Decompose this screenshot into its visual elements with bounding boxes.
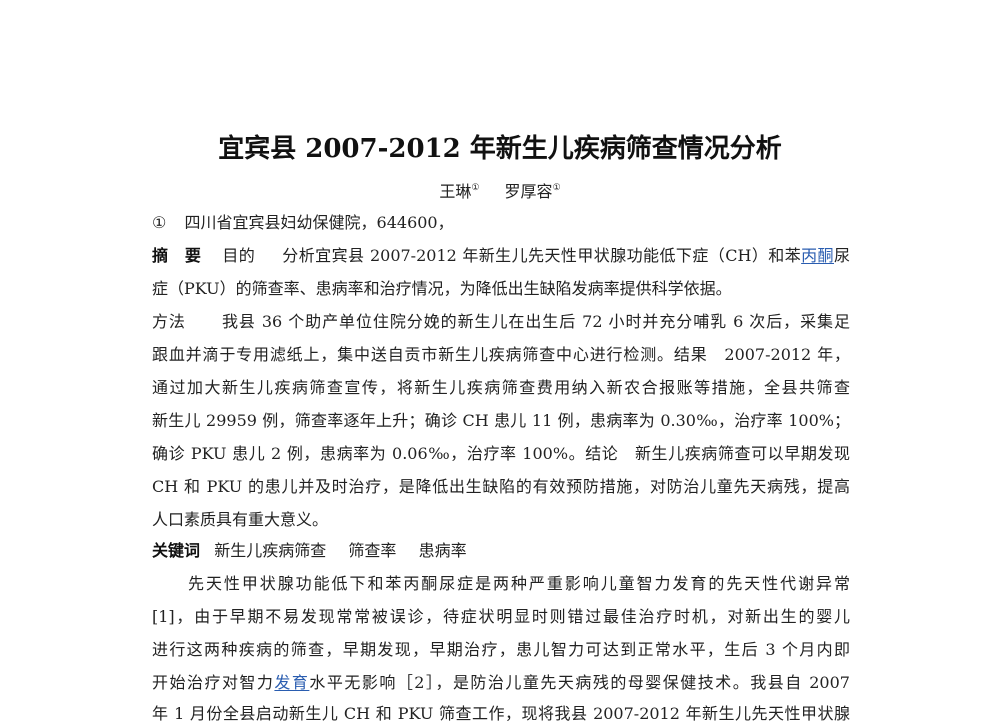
keyword-link[interactable]: 发育 xyxy=(274,673,310,692)
body-line: 先天性甲状腺功能低下和苯丙酮尿症是两种严重影响儿童智力发育的先天性代谢异常 xyxy=(188,574,850,593)
author-name: 罗厚容 xyxy=(504,182,553,201)
keywords-label: 关键词 xyxy=(152,541,201,560)
abstract-text: 我县 36 个助产单位住院分娩的新生儿在出生后 72 小时并充分哺乳 6 次后，… xyxy=(221,312,850,331)
abstract-line: 摘 要 目的 分析宜宾县 2007-2012 年新生儿先天性甲状腺功能低下症（C… xyxy=(152,246,850,266)
abstract-text: 尿 xyxy=(834,246,851,265)
affiliation-mark: ① xyxy=(152,213,167,232)
affiliation: ① 四川省宜宾县妇幼保健院，644600， xyxy=(152,213,850,233)
body-line: [1]，由于早期不易发现常常被误诊，待症状明显时则错过最佳治疗时机，对新出生的婴… xyxy=(152,607,850,626)
abstract-label: 摘 要 xyxy=(152,246,202,265)
keyword-link[interactable]: 丙酮 xyxy=(801,246,834,265)
keyword-item: 新生儿疾病筛查 xyxy=(214,541,327,560)
abstract-line: CH 和 PKU 的患儿并及时治疗，是降低出生缺陷的有效预防措施，对防治儿童先天… xyxy=(152,477,850,496)
abstract-text: 分析宜宾县 2007-2012 年新生儿先天性甲状腺功能低下症（CH）和苯 xyxy=(282,246,802,265)
author-list: 王琳① 罗厚容① xyxy=(0,178,1000,202)
body-line: 年 1 月份全县启动新生儿 CH 和 PKU 筛查工作，现将我县 2007-20… xyxy=(152,704,850,723)
document-title: 宜宾县 2007-2012 年新生儿疾病筛查情况分析 xyxy=(218,134,782,164)
author: 王琳① xyxy=(439,178,479,202)
body-line: 开始治疗对智力发育水平无影响［2］，是防治儿童先天病残的母婴保健技术。我县自 2… xyxy=(152,673,850,693)
abstract-line: 症（PKU）的筛查率、患病率和治疗情况，为降低出生缺陷发病率提供科学依据。 xyxy=(152,279,732,298)
body-line: 进行这两种疾病的筛查，早期发现，早期治疗，患儿智力可达到正常水平，生后 3 个月… xyxy=(152,640,850,659)
author: 罗厚容① xyxy=(505,178,561,202)
abstract-line: 跟血并滴于专用滤纸上，集中送自贡市新生儿疾病筛查中心进行检测。结果 2007-2… xyxy=(152,345,850,364)
affiliation-mark: ① xyxy=(552,183,561,193)
keywords: 关键词 新生儿疾病筛查 筛查率 患病率 xyxy=(152,541,850,561)
body-text: 开始治疗对智力 xyxy=(152,673,275,692)
method-label: 方法 xyxy=(152,312,186,331)
affiliation-text: 四川省宜宾县妇幼保健院，644600， xyxy=(184,213,454,232)
abstract-line: 确诊 PKU 患儿 2 例，患病率为 0.06‰，治疗率 100%。结论 新生儿… xyxy=(152,444,850,463)
keyword-item: 筛查率 xyxy=(348,541,397,560)
abstract-line: 新生儿 29959 例，筛查率逐年上升；确诊 CH 患儿 11 例，患病率为 0… xyxy=(152,411,850,430)
abstract-line: 方法 我县 36 个助产单位住院分娩的新生儿在出生后 72 小时并充分哺乳 6 … xyxy=(152,312,850,332)
keyword-item: 患病率 xyxy=(418,541,467,560)
affiliation-mark: ① xyxy=(471,183,480,193)
body-text: 水平无影响［2］，是防治儿童先天病残的母婴保健技术。我县自 2007 xyxy=(309,673,850,692)
author-name: 王琳 xyxy=(439,182,472,201)
abstract-line: 人口素质具有重大意义。 xyxy=(152,510,329,529)
abstract-line: 通过加大新生儿疾病筛查宣传，将新生儿疾病筛查费用纳入新农合报账等措施，全县共筛查 xyxy=(152,378,850,397)
objective-label: 目的 xyxy=(222,246,256,265)
